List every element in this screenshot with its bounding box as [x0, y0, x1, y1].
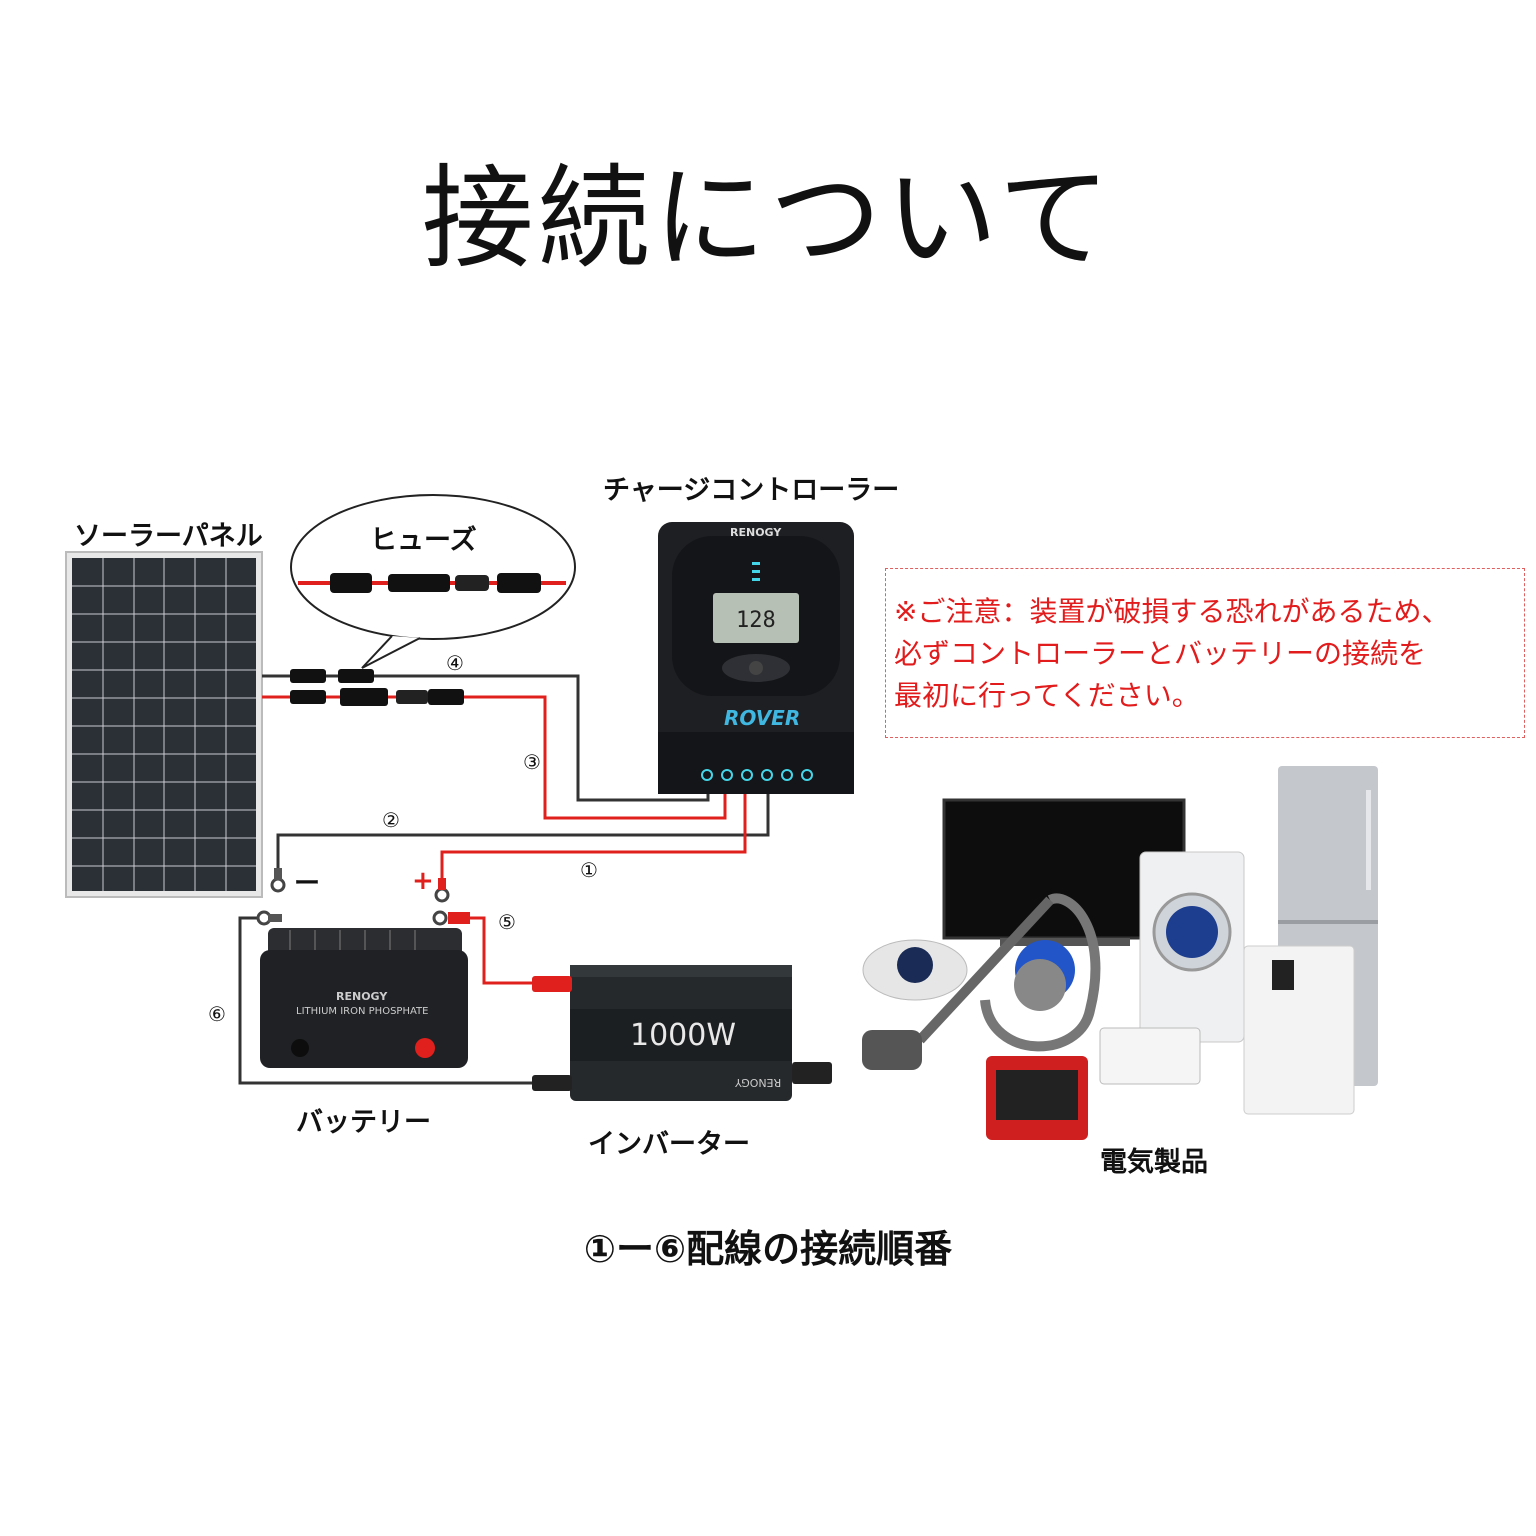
label-appliances: 電気製品: [1100, 1147, 1208, 1178]
label-battery: バッテリー: [296, 1107, 431, 1138]
page-title: 接続について: [421, 154, 1115, 284]
label-inverter: インバーター: [588, 1129, 750, 1160]
solar-panel: [65, 551, 263, 898]
plus-sign: +: [412, 866, 434, 896]
warning-line-3: 最初に行ってください。: [894, 679, 1200, 712]
controller-model: ROVER: [724, 706, 801, 730]
wire-number-1: ①: [580, 858, 598, 882]
minus-sign: ー: [294, 869, 321, 899]
label-charge-controller: チャージコントローラー: [603, 475, 900, 506]
appliances: [862, 766, 1378, 1140]
warning-box: ※ご注意：装置が破損する恐れがあるため、 必ずコントローラーとバッテリーの接続を…: [885, 568, 1525, 738]
battery-type: LITHIUM IRON PHOSPHATE: [296, 1006, 429, 1017]
wire-number-3: ③: [523, 750, 541, 774]
wire-number-6: ⑥: [208, 1002, 226, 1026]
controller-display: 128: [736, 608, 776, 633]
label-solar-panel: ソーラーパネル: [74, 521, 263, 552]
mc4-connectors: [290, 669, 464, 706]
label-fuse: ヒューズ: [370, 525, 477, 556]
wire-number-5: ⑤: [498, 910, 516, 934]
battery-brand: RENOGY: [336, 990, 388, 1003]
battery: [260, 928, 468, 1068]
inverter: [532, 965, 832, 1101]
ring-terminals: [256, 868, 470, 926]
inverter-rating: 1000W: [630, 1018, 737, 1053]
warning-line-1: ※ご注意：装置が破損する恐れがあるため、: [894, 595, 1450, 628]
warning-line-2: 必ずコントローラーとバッテリーの接続を: [894, 637, 1427, 670]
wire-number-2: ②: [382, 808, 400, 832]
inverter-brand: RENOGY: [735, 1076, 782, 1089]
controller-brand: RENOGY: [730, 526, 782, 539]
fuse-bubble: [290, 494, 576, 669]
wire-number-4: ④: [446, 651, 464, 675]
charge-controller: [658, 522, 854, 794]
caption: ①ー⑥配線の接続順番: [583, 1227, 953, 1271]
